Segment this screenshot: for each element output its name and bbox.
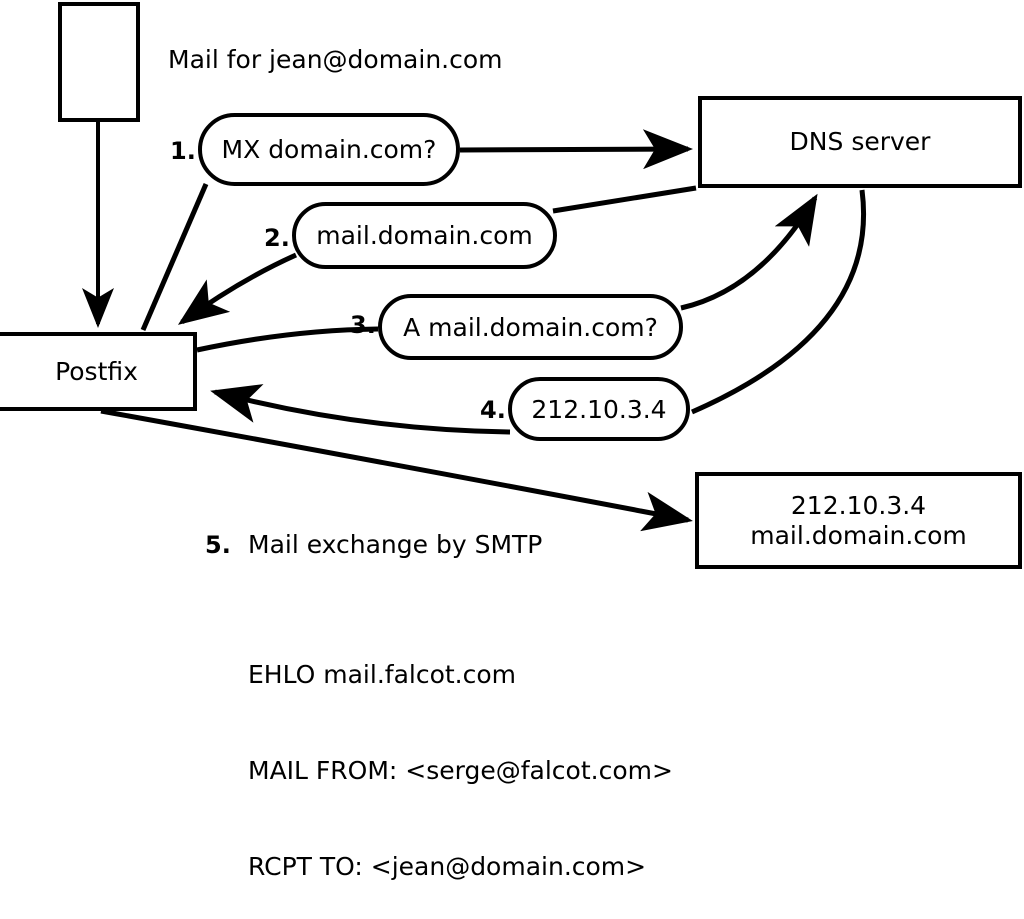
connector-dns-to-step2: [552, 185, 697, 214]
step-1-number: 1.: [170, 137, 196, 165]
step-1-bubble-label: MX domain.com?: [221, 135, 437, 164]
postfix-label: Postfix: [55, 356, 138, 386]
smtp-line: EHLO mail.falcot.com: [248, 660, 517, 689]
smtp-line: RCPT TO: <jean@domain.com>: [248, 852, 647, 881]
step-2-bubble-label: mail.domain.com: [316, 221, 533, 250]
step-1-bubble[interactable]: MX domain.com?: [198, 113, 460, 186]
connector-step1-to-dns: [459, 129, 693, 170]
dns-server-box[interactable]: DNS server: [698, 96, 1022, 188]
step-3-bubble[interactable]: A mail.domain.com?: [378, 294, 683, 360]
connector-step2-to-postfix: [177, 252, 298, 325]
step-2-bubble[interactable]: mail.domain.com: [292, 202, 557, 269]
smtp-transcript: EHLO mail.falcot.com MAIL FROM: <serge@f…: [248, 595, 673, 919]
connector-postfix-to-step1: [140, 183, 209, 331]
mail-server-hostname: mail.domain.com: [750, 520, 967, 550]
connector-postfix-to-mailserver: [100, 408, 693, 532]
smtp-line: MAIL FROM: <serge@falcot.com>: [248, 756, 673, 785]
source-box[interactable]: [58, 2, 140, 122]
diagram-caption: Mail for jean@domain.com: [168, 45, 503, 74]
step-5-label: Mail exchange by SMTP: [248, 530, 543, 559]
step-5-number: 5.: [205, 531, 231, 559]
mail-server-ip: 212.10.3.4: [790, 491, 927, 520]
step-2-number: 2.: [264, 224, 290, 252]
connector-step4-to-postfix: [210, 384, 511, 435]
postfix-box[interactable]: Postfix: [0, 332, 197, 411]
step-3-number: 3.: [350, 311, 376, 339]
step-4-bubble[interactable]: 212.10.3.4: [508, 377, 690, 441]
dns-server-label: DNS server: [789, 127, 931, 157]
connector-postfix-to-step3: [196, 326, 379, 353]
step-3-bubble-label: A mail.domain.com?: [403, 312, 658, 342]
connector-step3-to-dns: [680, 193, 818, 311]
step-4-bubble-label: 212.10.3.4: [531, 394, 667, 424]
connector-dns-to-step4: [690, 189, 867, 415]
step-4-number: 4.: [480, 396, 506, 424]
mail-server-box[interactable]: 212.10.3.4 mail.domain.com: [695, 472, 1022, 569]
